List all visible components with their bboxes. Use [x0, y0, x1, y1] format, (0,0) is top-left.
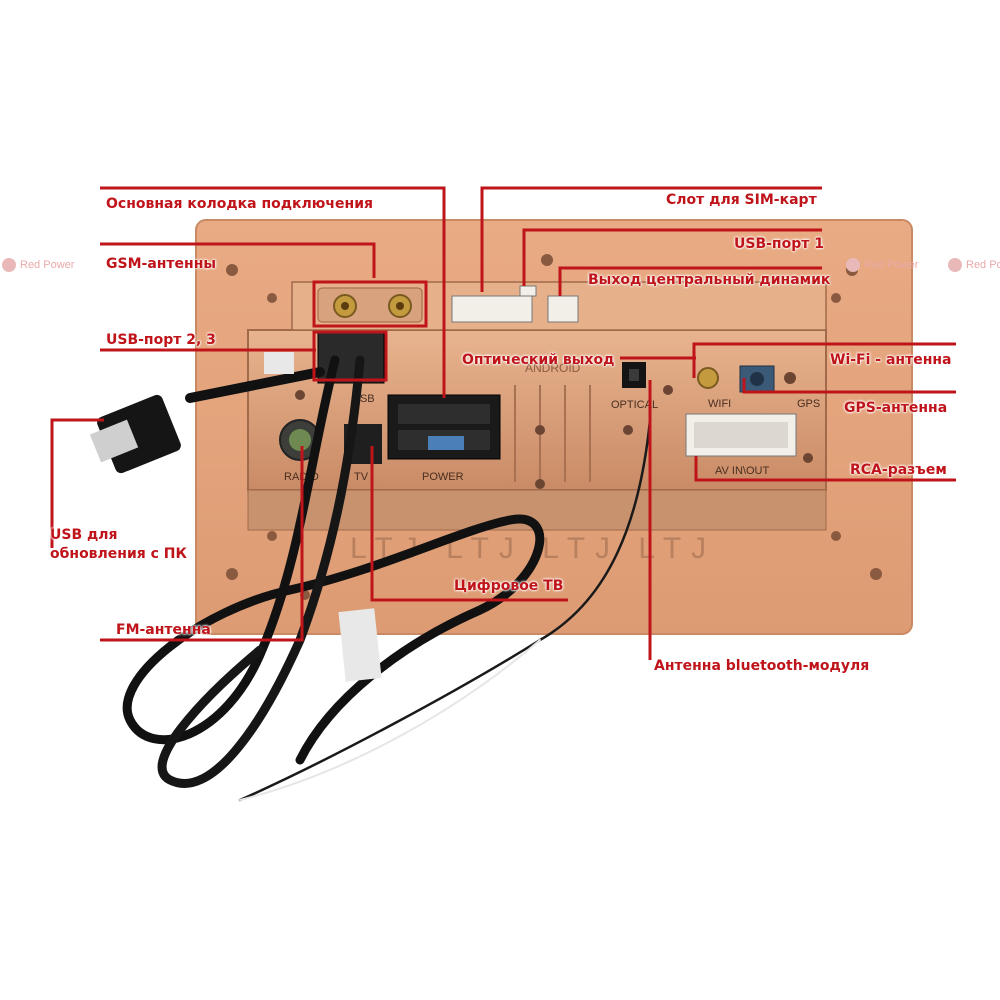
label-optical-out: Оптический выход [462, 352, 615, 368]
label-rca-connector: RCA-разъем [850, 462, 947, 478]
optical-mark: OPTICAL [611, 399, 658, 411]
wifi-mark: WIFI [708, 398, 731, 410]
av-mark: AV IN\OUT [715, 465, 769, 477]
center-speaker-connector [547, 295, 579, 323]
label-fm-antenna: FM-антенна [116, 622, 211, 638]
cable-labels [264, 352, 382, 682]
power-connector: POWER [387, 394, 501, 483]
label-wifi-antenna: Wi-Fi - антенна [830, 352, 952, 368]
watermark-2: Red Power [846, 258, 918, 272]
label-gps-antenna: GPS-антенна [844, 400, 948, 416]
wifi-gps-block: WIFI GPS [697, 365, 820, 410]
label-usb-ports-2-3: USB-порт 2, 3 [106, 332, 216, 348]
watermark-1: Red Power [2, 258, 74, 272]
sim-slot-connector [451, 295, 533, 323]
label-sim-slot: Слот для SIM-карт [666, 192, 817, 208]
gsm-antenna-sockets [317, 287, 423, 323]
optical-output: OPTICAL [611, 362, 658, 411]
label-usb-port-1: USB-порт 1 [734, 236, 824, 252]
label-center-speaker-out: Выход центральный динамик [588, 272, 831, 288]
power-mark: POWER [422, 471, 464, 483]
cables [122, 355, 652, 802]
label-bluetooth-antenna: Антенна bluetooth-модуля [654, 658, 870, 674]
label-gsm-antennas: GSM-антенны [106, 256, 217, 272]
av-connector: AV IN\OUT [685, 413, 797, 477]
callout-lines [50, 186, 956, 660]
usb-update-plug [89, 394, 181, 474]
gps-mark: GPS [797, 398, 820, 410]
label-usb-update: USB для обновления с ПК [50, 527, 187, 562]
watermark-3: Red Power [948, 258, 1000, 272]
frame-mark: LTJ LTJ LTJ LTJ [350, 532, 716, 565]
usb1-connector [519, 285, 537, 297]
label-digital-tv: Цифровое ТВ [454, 578, 564, 594]
android-mark: ANDROID [525, 361, 581, 375]
tv-mark: TV [354, 471, 369, 483]
label-main-connector: Основная колодка подключения [106, 196, 373, 212]
